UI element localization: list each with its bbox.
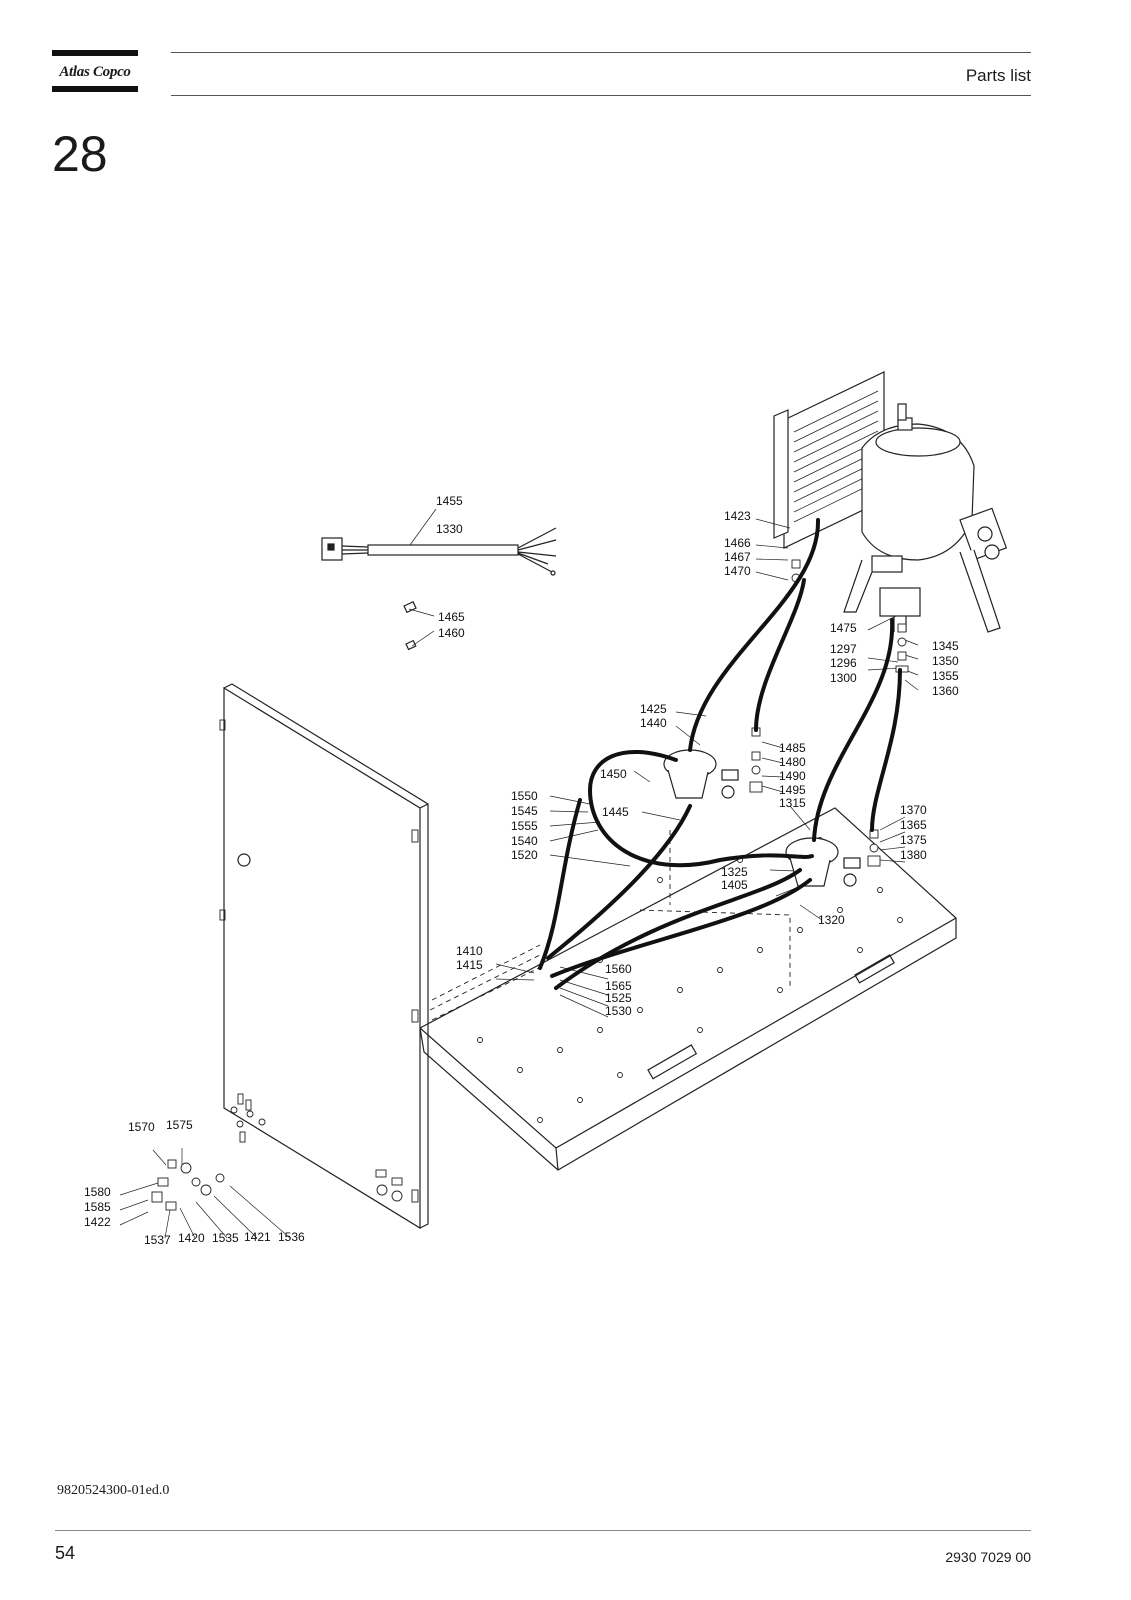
callout-1537: 1537 xyxy=(144,1233,171,1247)
hose-1525 xyxy=(550,878,812,978)
callout-1422: 1422 xyxy=(84,1215,111,1229)
callout-1325: 1325 xyxy=(721,865,748,879)
callout-1555: 1555 xyxy=(511,819,538,833)
callout-1445: 1445 xyxy=(602,805,629,819)
hose-1540 xyxy=(546,804,692,960)
callout-1421: 1421 xyxy=(244,1230,271,1244)
callout-1495: 1495 xyxy=(779,783,806,797)
callout-1300: 1300 xyxy=(830,671,857,685)
logo-top-bar xyxy=(52,50,138,56)
base-slot-front xyxy=(647,1044,698,1080)
filter-housing-right xyxy=(785,837,861,887)
callout-1580: 1580 xyxy=(84,1185,111,1199)
callout-1425: 1425 xyxy=(640,702,667,716)
callout-1370: 1370 xyxy=(900,803,927,817)
callout-1296: 1296 xyxy=(830,656,857,670)
callout-1540: 1540 xyxy=(511,834,538,848)
callout-1365: 1365 xyxy=(900,818,927,832)
callout-1410: 1410 xyxy=(456,944,483,958)
callout-1475: 1475 xyxy=(830,621,857,635)
section-title: Parts list xyxy=(965,66,1031,85)
callout-1490: 1490 xyxy=(779,769,806,783)
callout-1485: 1485 xyxy=(779,741,806,755)
header-rule-top xyxy=(171,52,1031,53)
callout-1560: 1560 xyxy=(605,962,632,976)
callout-1455: 1455 xyxy=(436,494,463,508)
door-hinges xyxy=(219,719,419,1203)
compressor-element xyxy=(843,403,1008,633)
callout-1470: 1470 xyxy=(724,564,751,578)
callout-1405: 1405 xyxy=(721,878,748,892)
callout-1530: 1530 xyxy=(605,1004,632,1018)
drawing-linework xyxy=(119,371,1008,1239)
cooler-side-plate xyxy=(773,409,789,539)
callout-1297: 1297 xyxy=(830,642,857,656)
callout-1536: 1536 xyxy=(278,1230,305,1244)
callout-1350: 1350 xyxy=(932,654,959,668)
leader-lines xyxy=(119,508,919,1239)
chapter-number: 28 xyxy=(52,126,108,182)
callout-1360: 1360 xyxy=(932,684,959,698)
callout-1550: 1550 xyxy=(511,789,538,803)
callout-1545: 1545 xyxy=(511,804,538,818)
footer-rule xyxy=(55,1530,1031,1531)
callout-1345: 1345 xyxy=(932,639,959,653)
callout-1565: 1565 xyxy=(605,979,632,993)
grommet-part xyxy=(405,639,417,651)
callout-1423: 1423 xyxy=(724,509,751,523)
callout-1450: 1450 xyxy=(600,767,627,781)
callout-1525: 1525 xyxy=(605,991,632,1005)
callout-1375: 1375 xyxy=(900,833,927,847)
page-number: 54 xyxy=(55,1543,76,1563)
callout-1380: 1380 xyxy=(900,848,927,862)
header-rule-bottom xyxy=(171,95,1031,96)
callout-1315: 1315 xyxy=(779,796,806,810)
base-slot-side xyxy=(854,954,895,984)
callout-1460: 1460 xyxy=(438,626,465,640)
cable-sheath xyxy=(367,544,519,556)
callout-1465: 1465 xyxy=(438,610,465,624)
filter-housing-left xyxy=(663,749,739,799)
document-code: 9820524300-01ed.0 xyxy=(57,1483,170,1498)
hose-1470 xyxy=(754,578,806,732)
callout-1355: 1355 xyxy=(932,669,959,683)
callout-1320: 1320 xyxy=(818,913,845,927)
callout-1480: 1480 xyxy=(779,755,806,769)
callout-1585: 1585 xyxy=(84,1200,111,1214)
hose-1297 xyxy=(812,618,895,842)
callout-1330: 1330 xyxy=(436,522,463,536)
logo-bottom-bar xyxy=(52,86,138,92)
atlas-copco-logo: Atlas Copco xyxy=(52,50,138,94)
callout-1467: 1467 xyxy=(724,550,751,564)
door-panel-fittings xyxy=(230,1093,403,1202)
hoses xyxy=(538,518,902,990)
door-panel xyxy=(223,686,421,1230)
hose-1555 xyxy=(538,798,582,970)
logo-wordmark: Atlas Copco xyxy=(59,64,131,80)
callout-1575: 1575 xyxy=(166,1118,193,1132)
part-number: 2930 7029 00 xyxy=(945,1549,1031,1565)
hose-1530 xyxy=(554,868,802,990)
callout-1440: 1440 xyxy=(640,716,667,730)
callout-1520: 1520 xyxy=(511,848,538,862)
clip-part xyxy=(403,600,417,614)
callout-1415: 1415 xyxy=(456,958,483,972)
callout-1420: 1420 xyxy=(178,1231,205,1245)
callout-1466: 1466 xyxy=(724,536,751,550)
door-panel-hole xyxy=(237,853,251,867)
callout-labels: 1455 1330 1465 1460 1423 1466 1467 1470 … xyxy=(84,494,959,1247)
hose-1475 xyxy=(688,518,821,752)
callout-1535: 1535 xyxy=(212,1231,239,1245)
hose-1520 xyxy=(587,750,814,868)
callout-1570: 1570 xyxy=(128,1120,155,1134)
hose-1300 xyxy=(870,668,902,832)
